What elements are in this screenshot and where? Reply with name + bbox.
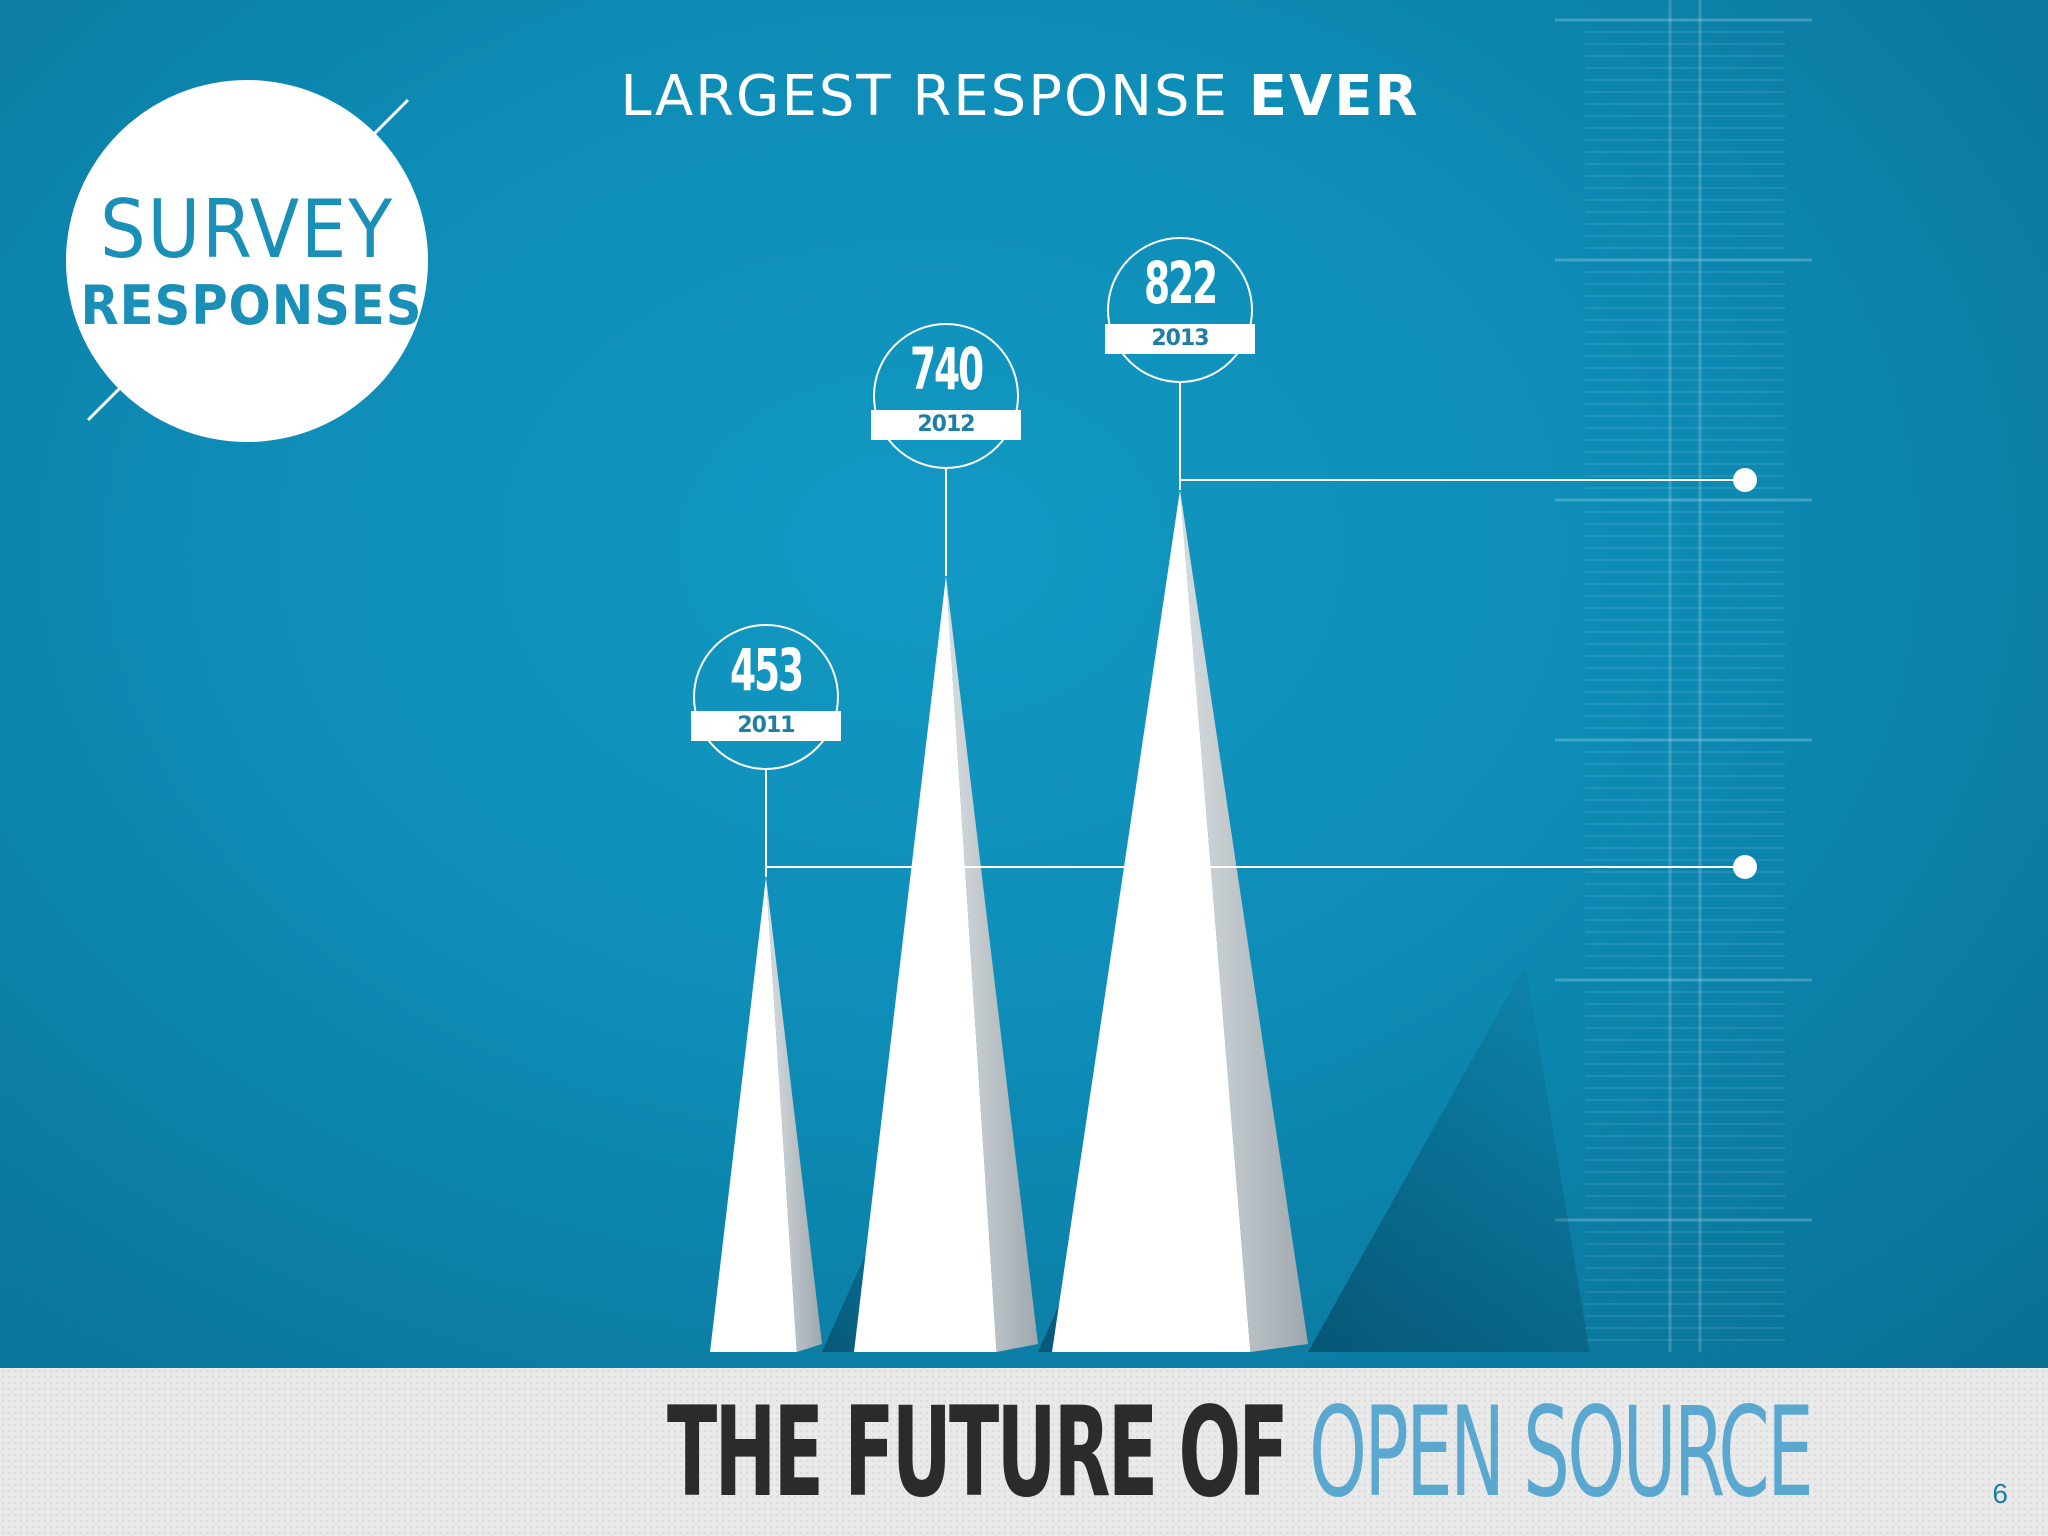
value-label-2011: 453 — [730, 635, 804, 704]
chart-heading: LARGEST RESPONSE EVER — [620, 64, 1420, 129]
value-label-2012: 740 — [910, 334, 984, 403]
category-label-2013: 2013 — [1105, 324, 1255, 354]
footer-title-dark: THE FUTURE OF — [667, 1381, 1310, 1525]
spike-bar-side-2012 — [946, 575, 1038, 1352]
connector-dot — [1733, 468, 1757, 492]
category-label-2011: 2011 — [691, 710, 841, 741]
spike-bar-side-2013 — [1180, 490, 1308, 1352]
ruler-decoration — [1555, 0, 1812, 1352]
spike-bar-2012 — [854, 575, 997, 1352]
heading-light: LARGEST RESPONSE — [620, 64, 1249, 129]
spike-bar-2013 — [1052, 490, 1251, 1352]
category-label-2012: 2012 — [871, 409, 1021, 440]
value-label-2013: 822 — [1144, 249, 1218, 317]
value-badge-circle — [873, 322, 1019, 469]
heading-bold: EVER — [1248, 64, 1420, 129]
chart-marks — [693, 237, 1757, 1352]
spike-bar-side-2011 — [766, 876, 822, 1352]
chart-area — [86, 0, 1812, 1352]
connector-dot — [1733, 854, 1757, 879]
survey-badge-line2: RESPONSES — [80, 274, 423, 337]
page-number: 6 — [1992, 1478, 2008, 1509]
footer-band — [0, 1368, 2048, 1536]
spike-bar-2011 — [710, 876, 797, 1352]
survey-badge-line1: SURVEY — [99, 183, 395, 276]
spike-shadow — [1308, 964, 1590, 1352]
footer-title-accent: OPEN SOURCE — [1309, 1381, 1814, 1525]
survey-badge-circle — [66, 80, 428, 442]
value-badge-circle — [693, 623, 839, 770]
value-badge-circle — [1107, 237, 1253, 383]
footer-title: THE FUTURE OF OPEN SOURCE — [667, 1386, 1814, 1520]
